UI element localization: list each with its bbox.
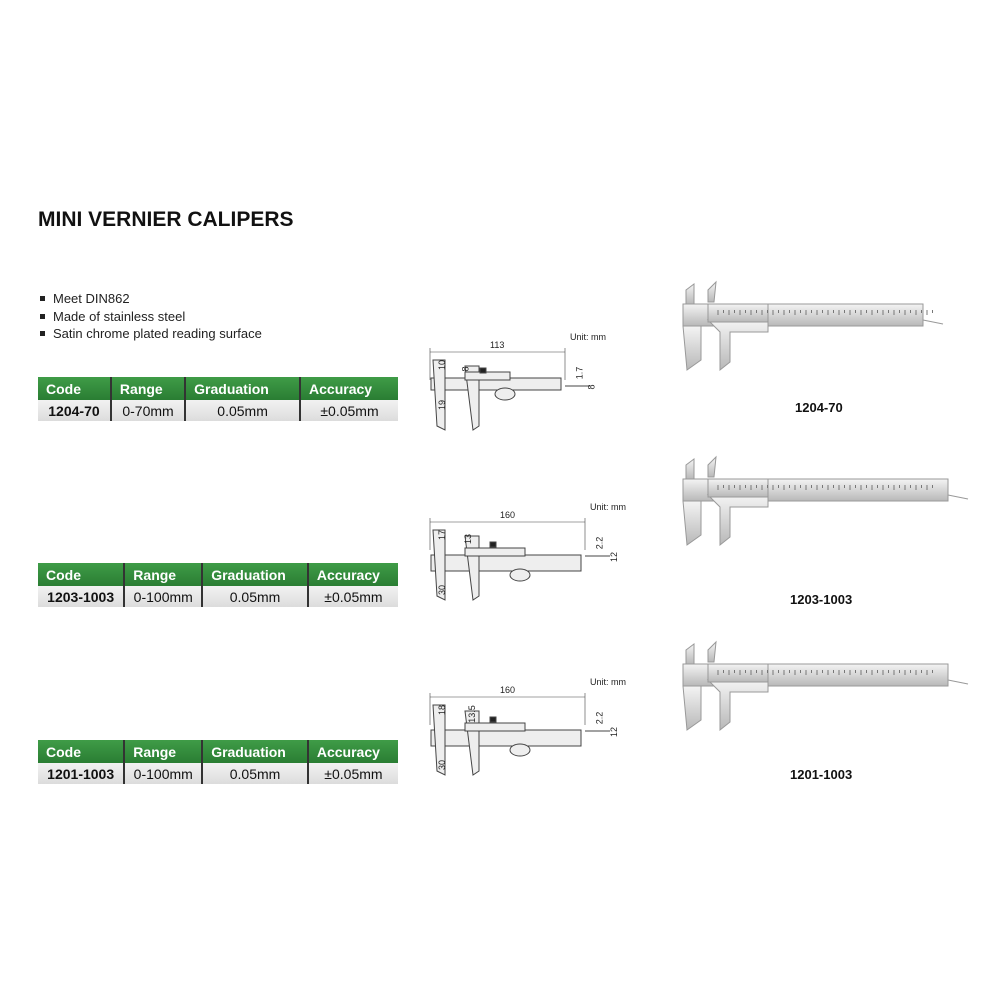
- cell-accuracy: ±0.05mm: [300, 400, 398, 421]
- cell-accuracy: ±0.05mm: [307, 763, 398, 784]
- dim-a: 17: [437, 529, 448, 541]
- cell-range: 0-70mm: [110, 400, 187, 421]
- column-header: Accuracy: [307, 563, 398, 586]
- cell-graduation: 0.05mm: [185, 400, 302, 421]
- dim-d: 2.2: [594, 711, 605, 725]
- column-header: Graduation: [185, 377, 302, 400]
- feature-item: Made of stainless steel: [38, 308, 262, 326]
- column-header: Range: [124, 740, 204, 763]
- caliper-photo: [682, 280, 944, 372]
- column-header: Range: [124, 563, 204, 586]
- caliper-drawing: [429, 693, 610, 776]
- caliper-drawing: [429, 518, 610, 601]
- dim-d: 2.2: [594, 536, 605, 550]
- dim-a: 10: [437, 359, 448, 371]
- cell-graduation: 0.05mm: [202, 586, 309, 607]
- dim-e: 12: [609, 551, 620, 563]
- dim-length: 160: [500, 685, 516, 695]
- dim-c: 19: [437, 399, 448, 411]
- dim-c: 30: [437, 584, 448, 596]
- column-header: Accuracy: [307, 740, 398, 763]
- dim-length: 160: [500, 510, 516, 520]
- dim-e: 12: [609, 726, 620, 738]
- caliper-photo: [682, 455, 969, 547]
- dim-length: 113: [490, 340, 505, 350]
- dim-c: 30: [437, 759, 448, 771]
- product-photo: [678, 640, 978, 745]
- product-photo: [678, 455, 978, 560]
- cell-code: 1203-1003: [38, 586, 126, 607]
- cell-graduation: 0.05mm: [202, 763, 309, 784]
- product-photo: [678, 280, 978, 385]
- unit-label: Unit: mm: [570, 332, 606, 342]
- dim-a: 18: [437, 704, 448, 716]
- page-title: MINI VERNIER CALIPERS: [38, 208, 294, 231]
- dim-e: 8: [586, 384, 597, 390]
- cell-code: 1204-70: [38, 400, 112, 421]
- column-header: Code: [38, 740, 126, 763]
- column-header: Range: [110, 377, 187, 400]
- feature-item: Meet DIN862: [38, 290, 262, 308]
- product-code-label: 1204-70: [795, 400, 843, 415]
- dim-d: 1.7: [574, 366, 585, 380]
- feature-list: Meet DIN862 Made of stainless steel Sati…: [38, 290, 262, 343]
- column-header: Code: [38, 377, 112, 400]
- column-header: Graduation: [202, 563, 309, 586]
- column-header: Graduation: [202, 740, 309, 763]
- product-code-label: 1203-1003: [790, 592, 853, 607]
- unit-label: Unit: mm: [590, 502, 626, 512]
- cell-range: 0-100mm: [124, 763, 204, 784]
- dimension-drawing: Unit: mm 160 17 13 30 2.2 12: [425, 500, 640, 615]
- cell-code: 1201-1003: [38, 763, 126, 784]
- feature-item: Satin chrome plated reading surface: [38, 325, 262, 343]
- dim-b: 8: [460, 366, 471, 372]
- cell-accuracy: ±0.05mm: [307, 586, 398, 607]
- dimension-drawing: Unit: mm 113 10 8 19 1.7 8: [425, 330, 640, 445]
- caliper-drawing: [429, 348, 590, 431]
- dimension-drawing: Unit: mm 160 18 13.5 30 2.2 12: [425, 675, 640, 790]
- dim-b: 13.5: [466, 705, 477, 723]
- dim-b: 13: [463, 533, 474, 545]
- caliper-photo: [682, 640, 969, 732]
- column-header: Code: [38, 563, 126, 586]
- product-code-label: 1201-1003: [790, 767, 853, 782]
- unit-label: Unit: mm: [590, 677, 626, 687]
- column-header: Accuracy: [300, 377, 398, 400]
- cell-range: 0-100mm: [124, 586, 204, 607]
